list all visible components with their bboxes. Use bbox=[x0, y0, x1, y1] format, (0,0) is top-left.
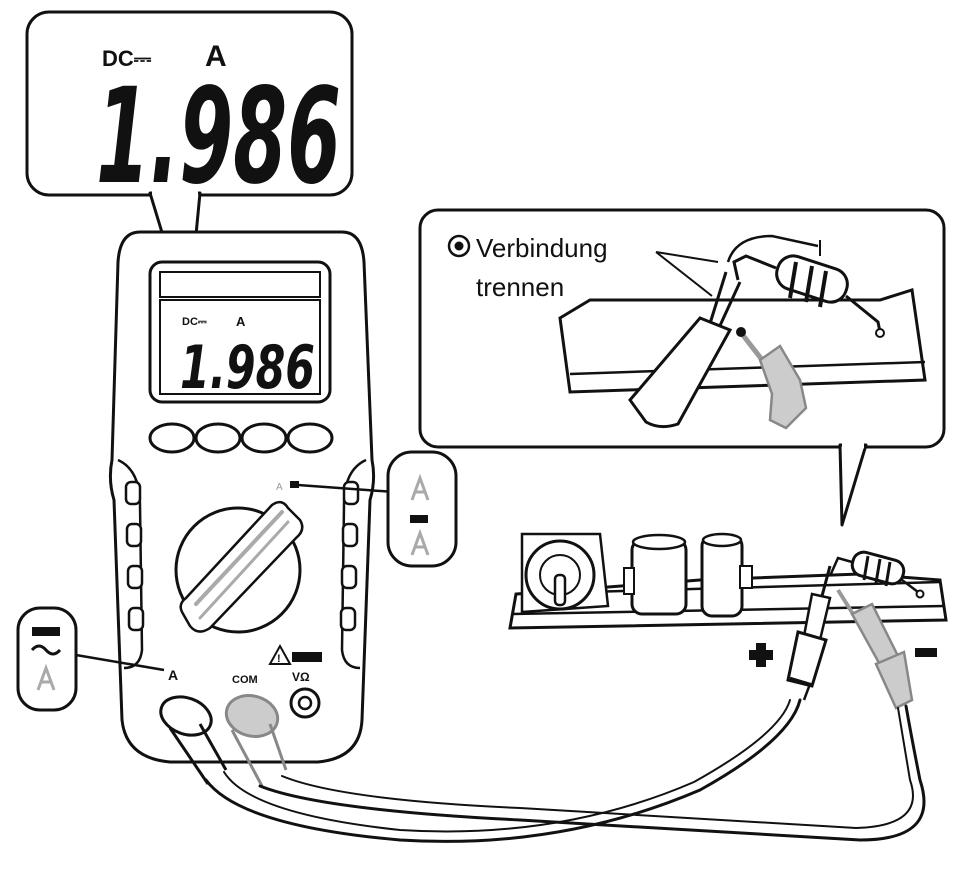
function-buttons bbox=[148, 422, 334, 454]
current-range-callout bbox=[16, 606, 165, 712]
zoom-display-unit-label: A bbox=[205, 40, 227, 73]
svg-text:A: A bbox=[276, 482, 283, 493]
board-capacitor-1 bbox=[623, 533, 688, 616]
zoom-display-callout: DC⎓ A 1.986 bbox=[25, 10, 354, 214]
meter-display-reading: 1.986 bbox=[180, 333, 315, 403]
rotary-dial[interactable]: A bbox=[174, 481, 304, 634]
inset-resistor bbox=[732, 254, 885, 338]
svg-text:!: ! bbox=[277, 653, 281, 665]
test-leads bbox=[204, 698, 926, 843]
board-resistor bbox=[828, 550, 925, 599]
instruction-line2: trennen bbox=[476, 272, 564, 302]
dial-position-callout bbox=[297, 450, 458, 568]
function-button-2[interactable] bbox=[194, 422, 242, 454]
multimeter: DC⎓ A 1.986 bbox=[108, 230, 376, 764]
board-capacitor-2 bbox=[700, 532, 753, 618]
jack-vohm-label: VΩ bbox=[292, 670, 310, 684]
jack-com-label: COM bbox=[232, 674, 258, 686]
ammeter-probe-icon bbox=[36, 663, 56, 691]
black-probe bbox=[786, 565, 832, 701]
circuit-board bbox=[508, 532, 948, 630]
inset-black-probe bbox=[628, 271, 742, 429]
input-jacks: A COM ! VΩ bbox=[168, 643, 322, 719]
gray-plug bbox=[224, 694, 288, 787]
zoom-display-reading: 1.986 bbox=[96, 60, 341, 214]
warning-triangle-icon: ! bbox=[268, 643, 322, 665]
black-plug bbox=[159, 695, 228, 785]
disconnect-inset: Verbindung trennen bbox=[418, 208, 946, 527]
board-component-round bbox=[520, 532, 610, 614]
instruction-line1: Verbindung bbox=[476, 233, 608, 263]
meter-display-mode-label: DC⎓ bbox=[182, 316, 207, 328]
right-grip bbox=[339, 458, 367, 670]
circle-dot-icon bbox=[447, 234, 471, 258]
jack-a-label: A bbox=[168, 667, 178, 683]
left-grip bbox=[117, 458, 145, 670]
polarity-minus-icon bbox=[915, 648, 937, 657]
function-button-3[interactable] bbox=[240, 422, 288, 454]
meter-display-unit-label: A bbox=[236, 314, 246, 329]
gray-probe bbox=[836, 588, 914, 710]
function-button-1[interactable] bbox=[148, 422, 196, 454]
zoom-display-mode-label: DC⎓ bbox=[102, 46, 152, 71]
inset-gray-probe bbox=[736, 327, 808, 430]
function-button-4[interactable] bbox=[286, 422, 334, 454]
polarity-plus-icon bbox=[749, 643, 773, 667]
